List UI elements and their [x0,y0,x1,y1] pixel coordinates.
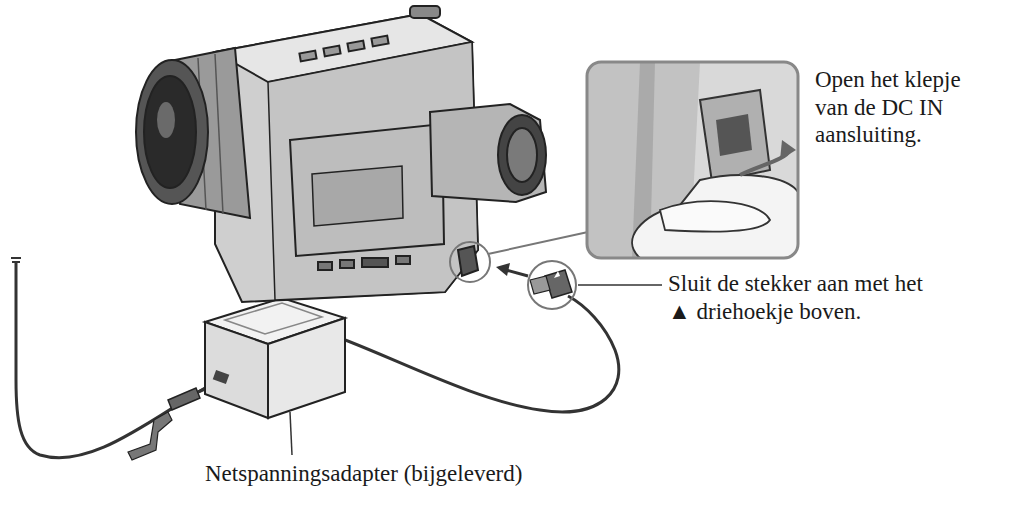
mains-plug-body [128,412,172,460]
callout-label: Sluit de stekker aan met het ▲ driehoekj… [668,270,936,325]
highlight-circle [528,261,576,309]
dc-cable [318,296,619,412]
highlight-circle [450,242,490,282]
leader-line [290,412,292,455]
insert-arrow [506,270,528,276]
zoom-line [488,232,588,254]
insert-arrow-head [496,263,510,276]
mains-plug [168,388,200,410]
callout-label: Netspanningsadapter (bijgeleverd) [205,460,645,488]
inset-detail [587,62,798,258]
camcorder [136,6,546,302]
inset-frame [587,62,798,258]
dc-plug [530,270,572,298]
ac-adapter [205,298,345,418]
callout-label: Open het klepje van de DC IN aansluiting… [815,66,995,149]
cord-end [11,258,21,262]
mains-cord [16,262,205,458]
leader-line [578,284,662,286]
